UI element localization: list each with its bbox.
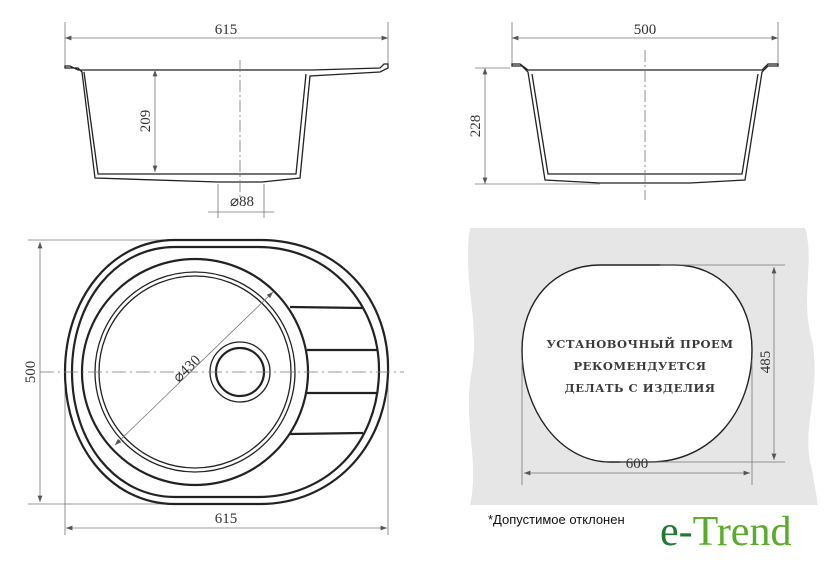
cutout-template: УСТАНОВОЧНЫЙ ПРОЕМ РЕКОМЕНДУЕТСЯ ДЕЛАТЬ …	[467, 228, 818, 505]
width-label: 600	[626, 456, 649, 472]
svg-text:e-Trend: e-Trend	[660, 509, 791, 555]
bowl-diameter-label: ⌀430	[170, 352, 204, 385]
sink-outline-outer	[63, 238, 390, 506]
cutout-note-line: РЕКОМЕНДУЕТСЯ	[574, 359, 707, 373]
depth-label: 228	[468, 115, 484, 138]
cutout-note-line: ДЕЛАТЬ С ИЗДЕЛИЯ	[564, 381, 715, 395]
height-label: 500	[23, 361, 39, 384]
depth-label: 209	[138, 110, 154, 133]
width-label: 615	[215, 511, 238, 527]
logo-text-trend: Trend	[693, 509, 792, 555]
drain-label: ⌀88	[230, 194, 254, 210]
plan-view: 500 615 ⌀430	[23, 238, 404, 535]
sink-profile-outer	[64, 63, 389, 183]
drainboard-ribs	[289, 305, 378, 436]
sink-profile-inner	[83, 71, 307, 175]
height-label: 485	[758, 351, 774, 374]
width-label: 615	[215, 22, 238, 38]
side-view-right: 500 228	[468, 22, 779, 200]
logo-text-e: e-	[660, 509, 693, 555]
tolerance-footnote: *Допустимое отклонен	[488, 512, 625, 527]
cutout-note-line: УСТАНОВОЧНЫЙ ПРОЕМ	[546, 336, 733, 351]
side-view-left: 615 209 ⌀88	[64, 22, 389, 218]
width-label: 500	[634, 22, 657, 38]
sink-outline-inner	[70, 245, 381, 499]
e-trend-logo: e-Trend	[660, 509, 791, 555]
sink-profile	[511, 63, 779, 184]
